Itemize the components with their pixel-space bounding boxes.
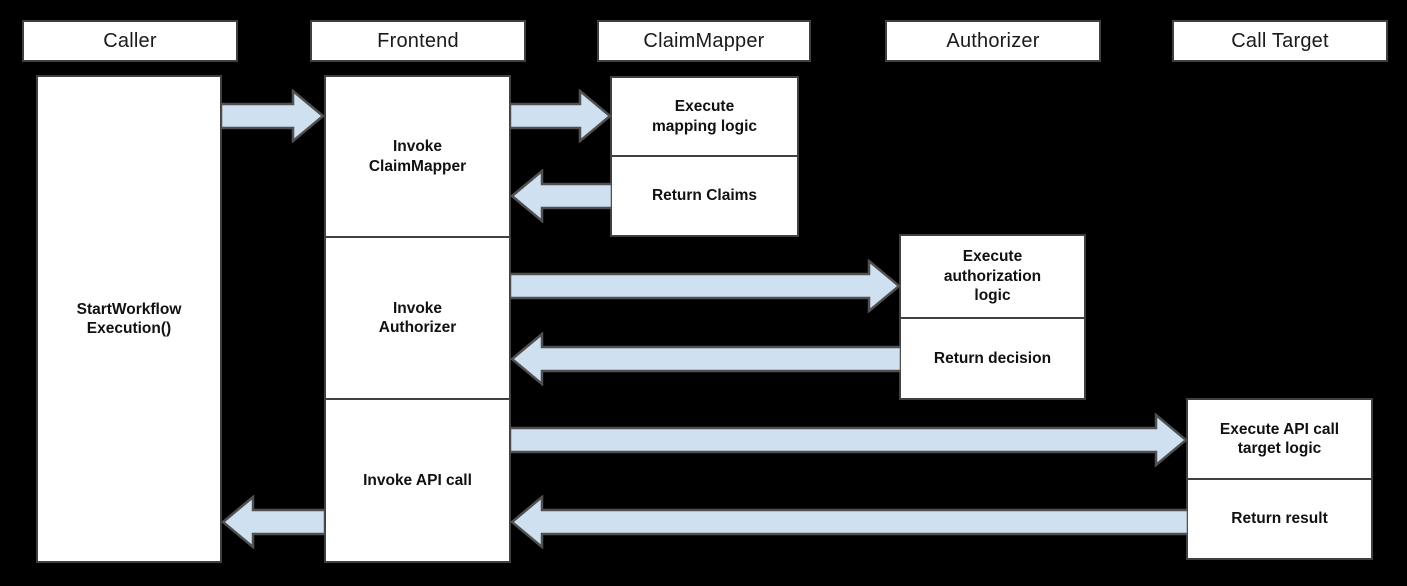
activation-return-result: Return result: [1186, 479, 1373, 560]
participant-header-frontend: Frontend: [310, 20, 526, 62]
activation-line-1: Execute API call: [1219, 420, 1340, 438]
activation-line-2: target logic: [1237, 440, 1322, 457]
participant-header-authorizer: Authorizer: [885, 20, 1101, 62]
activation-line-1: Invoke API call: [363, 471, 472, 489]
activation-execute-authorization-logic: Execute authorization logic: [899, 234, 1086, 318]
activation-invoke-api-call: Invoke API call: [324, 399, 511, 563]
activation-line-1: Execute: [674, 98, 735, 116]
participant-label-claimmapper: ClaimMapper: [643, 29, 765, 52]
activation-line-1: StartWorkflow: [76, 300, 182, 318]
participant-label-authorizer: Authorizer: [946, 29, 1040, 52]
activation-line-1: Invoke: [392, 299, 443, 317]
activation-line-3: logic: [974, 287, 1011, 305]
activation-invoke-claimmapper: Invoke ClaimMapper: [324, 75, 511, 237]
activation-return-decision: Return decision: [899, 318, 1086, 400]
activation-line-2: mapping logic: [651, 117, 758, 135]
participant-header-calltarget: Call Target: [1172, 20, 1388, 62]
participant-header-caller: Caller: [22, 20, 238, 62]
activation-invoke-authorizer: Invoke Authorizer: [324, 237, 511, 399]
participant-label-frontend: Frontend: [377, 29, 459, 52]
activation-line-1: Return decision: [933, 349, 1052, 367]
activation-start-workflow-execution: StartWorkflow Execution(): [36, 75, 222, 563]
arrow-claimmapper-to-frontend-icon: [510, 169, 612, 223]
activation-line-2: ClaimMapper: [368, 157, 467, 175]
arrow-frontend-to-claimmapper-icon: [510, 89, 612, 143]
activation-line-2: Authorizer: [378, 319, 457, 336]
activation-execute-mapping-logic: Execute mapping logic: [610, 76, 799, 156]
activation-line-1: Invoke: [392, 138, 443, 156]
arrow-frontend-to-caller-icon: [221, 495, 325, 549]
activation-line-1: Return Claims: [651, 187, 758, 205]
arrow-frontend-to-authorizer-icon: [510, 259, 901, 313]
arrow-authorizer-to-frontend-icon: [510, 332, 901, 386]
participant-label-caller: Caller: [103, 29, 157, 52]
activation-line-2: authorization: [943, 267, 1042, 285]
activation-line-1: Execute: [962, 248, 1023, 266]
arrow-calltarget-to-frontend-icon: [510, 495, 1188, 549]
activation-line-1: Return result: [1231, 510, 1328, 528]
activation-execute-api-call-target-logic: Execute API call target logic: [1186, 398, 1373, 479]
participant-header-claimmapper: ClaimMapper: [597, 20, 811, 62]
arrow-caller-to-frontend-icon: [221, 89, 325, 143]
activation-return-claims: Return Claims: [610, 156, 799, 237]
activation-line-2: Execution(): [86, 320, 172, 337]
arrow-frontend-to-calltarget-icon: [510, 413, 1188, 467]
participant-label-calltarget: Call Target: [1231, 29, 1329, 52]
